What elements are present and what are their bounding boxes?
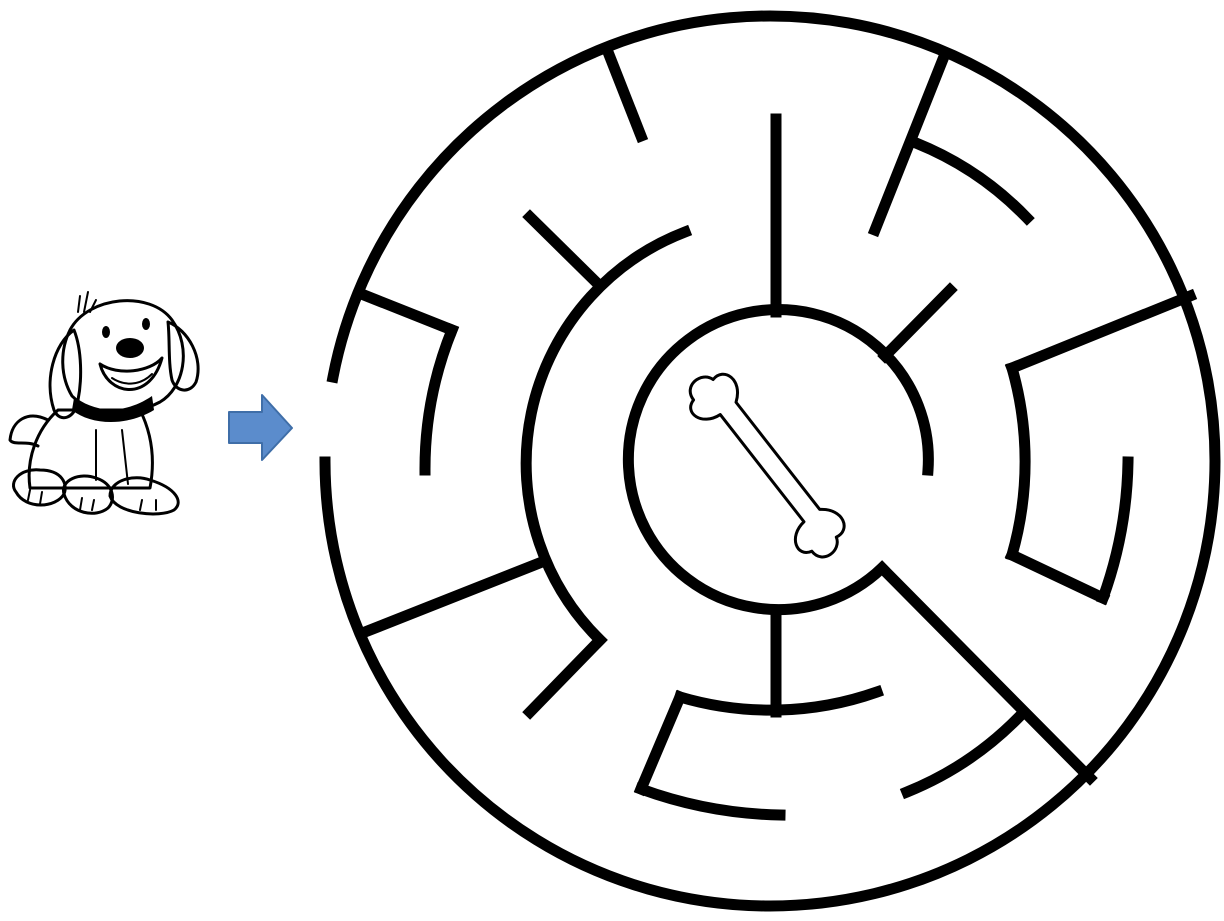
arrow-right-icon <box>228 394 293 461</box>
maze-arc-right-inner <box>1005 361 1031 562</box>
maze-inner-ring <box>622 304 934 616</box>
maze-wall-right-bottom-link <box>1004 547 1111 606</box>
maze-wall-top-left-notch <box>600 44 649 144</box>
maze-wall-lower-right-diagonal <box>874 560 1098 786</box>
maze-arc-upper-right <box>908 135 1035 226</box>
circular-maze <box>319 10 1221 912</box>
maze-arc-bottom-middle <box>673 684 885 716</box>
maze-wall-right-spoke <box>1004 288 1198 376</box>
bone-icon <box>688 372 846 559</box>
maze-arc-bottom-outer <box>633 781 786 821</box>
maze-wall-left-hook <box>356 287 460 338</box>
puppy-icon <box>8 291 200 516</box>
maze-arc-left-inner <box>419 322 460 476</box>
maze-arc-lower-right <box>899 709 1027 800</box>
maze-wall-lower-left-spoke <box>357 554 550 640</box>
maze-wall-bottom-hook <box>633 689 688 797</box>
maze-wall-lower-left-diagonal <box>522 632 608 720</box>
maze-ring-middle-left <box>520 224 693 648</box>
maze-wall-inner-upper-right <box>877 282 958 364</box>
maze-outer-ring <box>319 10 1221 912</box>
maze-wall-upper-right-diagonal <box>867 46 953 238</box>
maze-arc-right-outer <box>1095 456 1134 606</box>
maze-wall-diagonal-upper-left <box>522 209 606 292</box>
